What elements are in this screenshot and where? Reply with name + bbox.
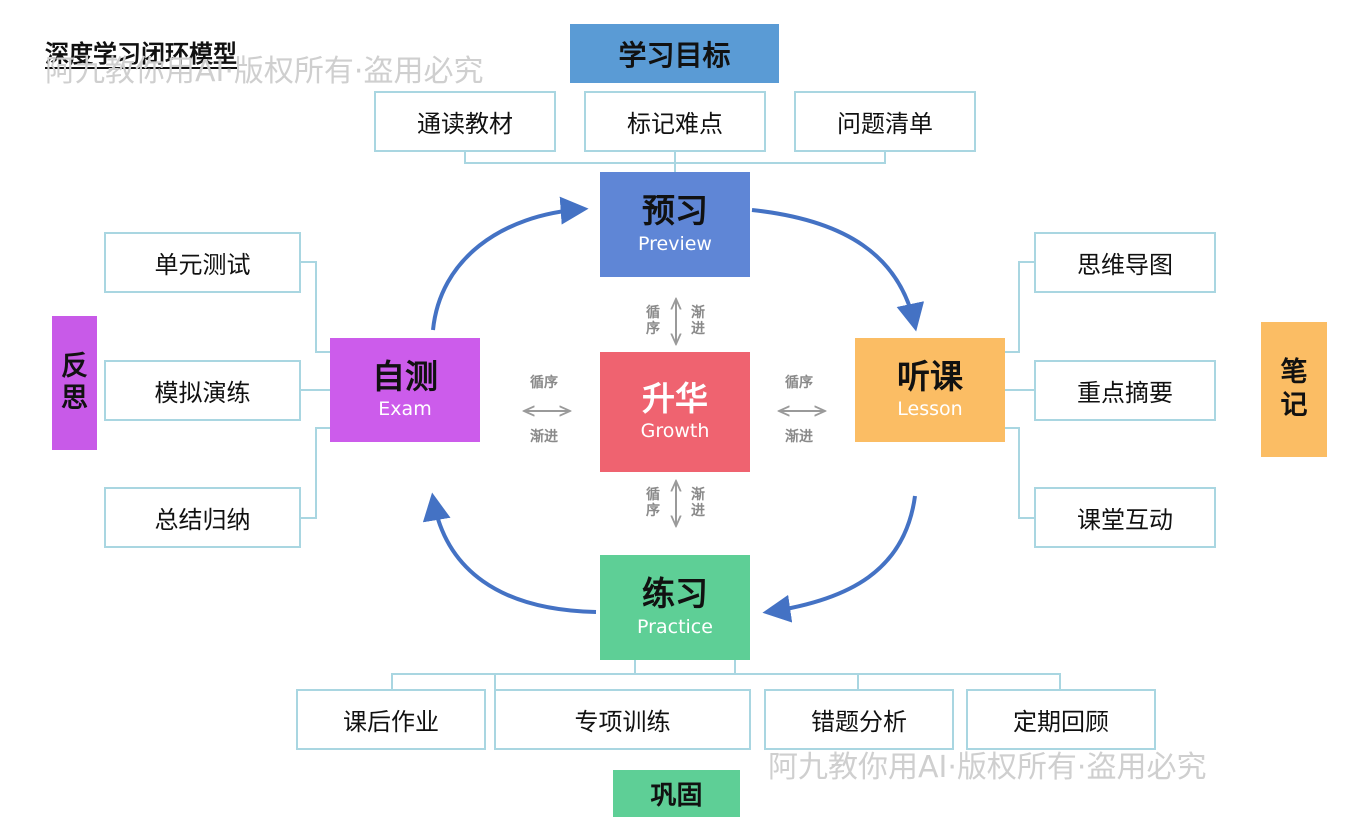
reflect-box: 反 思 (52, 316, 97, 450)
left-bracket (300, 261, 330, 519)
left-item-2: 模拟演练 (104, 360, 301, 421)
connector-label-right-a: 循序 (785, 375, 813, 391)
char: 循 (646, 305, 660, 321)
watermark-bottom: 阿九教你用AI·版权所有·盗用必究 (768, 750, 1207, 785)
bottom-item-1: 课后作业 (296, 689, 486, 750)
top-bracket (464, 152, 886, 172)
top-item-2: 标记难点 (584, 91, 766, 152)
lesson-node: 听课 Lesson (855, 338, 1005, 442)
notes-char-2: 记 (1280, 389, 1308, 421)
exam-label: 自测 (372, 356, 438, 396)
connector-label-right-b: 渐进 (785, 429, 813, 445)
notes-box: 笔 记 (1261, 322, 1327, 457)
top-item-1: 通读教材 (374, 91, 556, 152)
left-item-1: 单元测试 (104, 232, 301, 293)
top-item-3: 问题清单 (794, 91, 976, 152)
char: 渐 (691, 487, 705, 503)
reflect-char-2: 思 (61, 383, 88, 414)
lesson-label: 听课 (897, 356, 963, 396)
practice-node: 练习 Practice (600, 555, 750, 660)
lesson-label-en: Lesson (897, 398, 963, 421)
growth-label-en: Growth (640, 420, 710, 443)
connector-label-left-a: 循序 (530, 375, 558, 391)
char: 循 (646, 487, 660, 503)
char: 序 (646, 503, 660, 520)
char: 进 (691, 503, 705, 520)
connector-label-left-b: 渐进 (530, 429, 558, 445)
preview-label: 预习 (642, 191, 708, 231)
reflect-char-1: 反 (61, 350, 88, 382)
growth-label: 升华 (642, 378, 708, 418)
cycle-arrows (422, 196, 925, 623)
preview-node: 预习 Preview (600, 172, 750, 277)
right-item-2: 重点摘要 (1034, 360, 1216, 421)
exam-label-en: Exam (378, 398, 432, 421)
connector-label-top-b: 渐 进 (689, 305, 707, 337)
bottom-item-2: 专项训练 (494, 689, 751, 750)
right-bracket (1005, 261, 1035, 519)
connector-label-bottom-b: 渐 进 (689, 487, 707, 519)
learning-goal-box: 学习目标 (570, 24, 779, 83)
preview-label-en: Preview (638, 232, 712, 255)
char: 渐 (691, 305, 705, 321)
notes-char-1: 笔 (1280, 357, 1308, 389)
consolidate-box: 巩固 (613, 770, 740, 817)
left-item-3: 总结归纳 (104, 487, 301, 548)
growth-node: 升华 Growth (600, 352, 750, 472)
connector-label-top-a: 循 序 (644, 305, 662, 337)
right-item-3: 课堂互动 (1034, 487, 1216, 548)
char: 进 (691, 321, 705, 338)
watermark-top: 阿九教你用AI·版权所有·盗用必究 (45, 54, 484, 89)
right-item-1: 思维导图 (1034, 232, 1216, 293)
practice-label: 练习 (642, 574, 708, 614)
page-title: 深度学习闭环模型 (45, 40, 237, 68)
exam-node: 自测 Exam (330, 338, 480, 442)
practice-label-en: Practice (637, 615, 713, 638)
bottom-item-3: 错题分析 (764, 689, 954, 750)
bottom-item-4: 定期回顾 (966, 689, 1156, 750)
bottom-bracket (391, 660, 1061, 690)
connector-label-bottom-a: 循 序 (644, 487, 662, 519)
char: 序 (646, 321, 660, 338)
progress-arrows (525, 300, 824, 525)
